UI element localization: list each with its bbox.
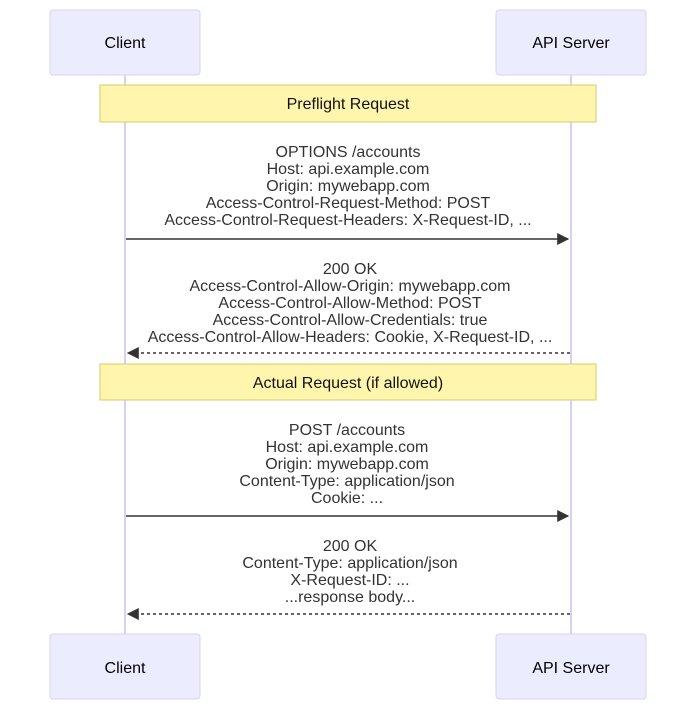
message-line: OPTIONS /accounts xyxy=(276,144,421,161)
message-line: X-Request-ID: ... xyxy=(290,572,409,589)
actor-label: Client xyxy=(105,660,146,677)
actor-server-bottom[interactable]: API Server xyxy=(495,633,647,700)
message-line: Origin: mywebapp.com xyxy=(265,456,429,473)
note-actual-request: Actual Request (if allowed) xyxy=(99,363,597,401)
note-preflight: Preflight Request xyxy=(99,84,597,123)
message-preflight-response: 200 OK Access-Control-Allow-Origin: mywe… xyxy=(126,261,570,359)
message-line: Access-Control-Allow-Method: POST xyxy=(218,295,481,312)
message-line: Access-Control-Request-Method: POST xyxy=(206,195,491,212)
message-line: Access-Control-Request-Headers: X-Reques… xyxy=(164,212,531,229)
message-line: Host: api.example.com xyxy=(267,161,430,178)
actor-label: API Server xyxy=(532,35,610,52)
message-line: Host: api.example.com xyxy=(266,439,429,456)
message-line: POST /accounts xyxy=(289,422,405,439)
message-line: Origin: mywebapp.com xyxy=(266,178,430,195)
message-line: ...response body... xyxy=(285,589,415,606)
message-line: Access-Control-Allow-Headers: Cookie, X-… xyxy=(148,329,553,346)
message-line: Content-Type: application/json xyxy=(242,555,457,572)
message-line: 200 OK xyxy=(323,261,378,278)
message-line: Access-Control-Allow-Origin: mywebapp.co… xyxy=(190,278,511,295)
message-line: Content-Type: application/json xyxy=(239,473,454,490)
note-label: Preflight Request xyxy=(287,96,410,113)
message-line: Cookie: ... xyxy=(311,490,383,507)
note-label: Actual Request (if allowed) xyxy=(253,375,443,392)
message-options-request: OPTIONS /accounts Host: api.example.com … xyxy=(126,144,570,245)
message-line: Access-Control-Allow-Credentials: true xyxy=(213,312,488,329)
actor-label: API Server xyxy=(532,660,610,677)
actor-server-top[interactable]: API Server xyxy=(495,9,647,76)
message-post-response: 200 OK Content-Type: application/json X-… xyxy=(126,538,570,620)
message-line: 200 OK xyxy=(323,538,378,555)
actor-label: Client xyxy=(105,35,146,52)
actor-client-top[interactable]: Client xyxy=(49,9,201,76)
message-post-request: POST /accounts Host: api.example.com Ori… xyxy=(126,422,570,522)
actor-client-bottom[interactable]: Client xyxy=(49,633,201,700)
